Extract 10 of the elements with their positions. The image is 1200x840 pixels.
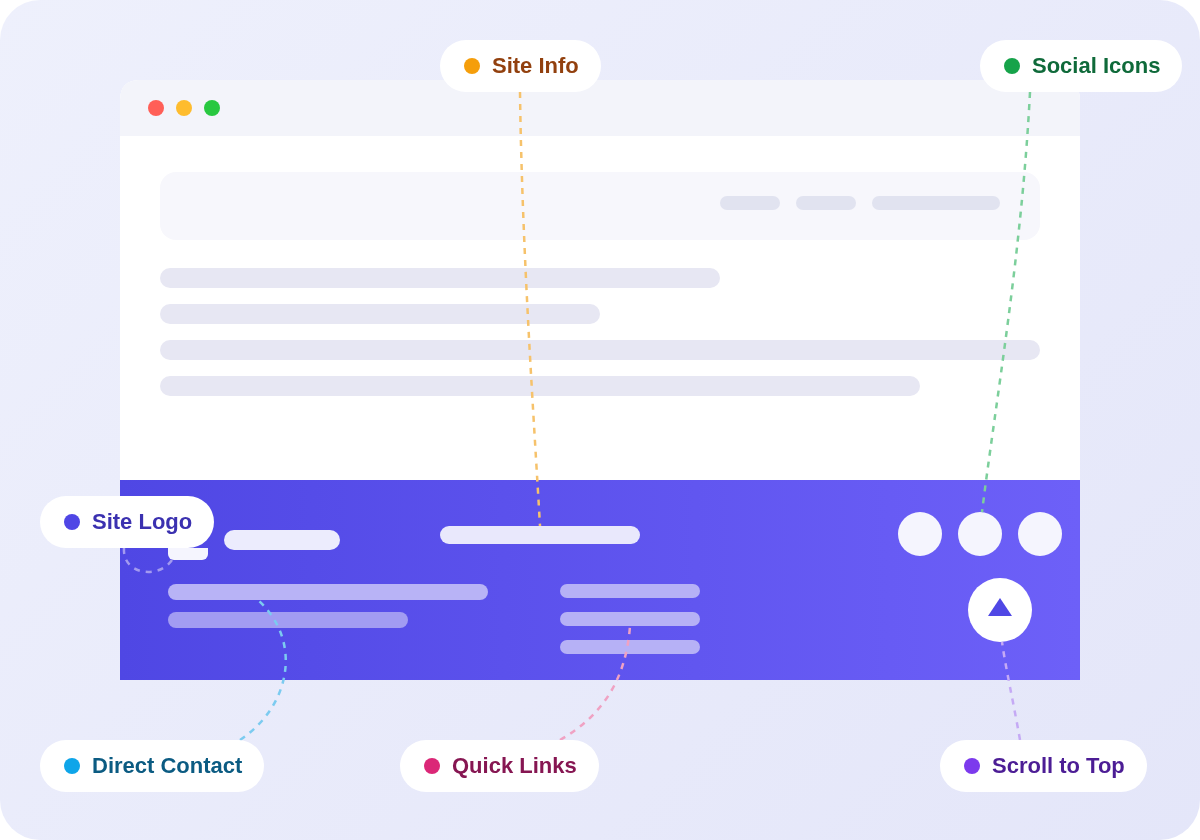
callout-text: Direct Contact: [92, 753, 243, 779]
callout: [440, 40, 601, 92]
callout: [40, 740, 265, 792]
callout: [940, 740, 1147, 792]
callout: [980, 40, 1183, 92]
callout: [400, 740, 599, 792]
callout-text: Site Info: [492, 53, 579, 79]
callout-text: Social Icons: [1032, 53, 1161, 79]
callout-text: Scroll to Top: [992, 753, 1125, 779]
callout-text: Quick Links: [452, 753, 577, 779]
